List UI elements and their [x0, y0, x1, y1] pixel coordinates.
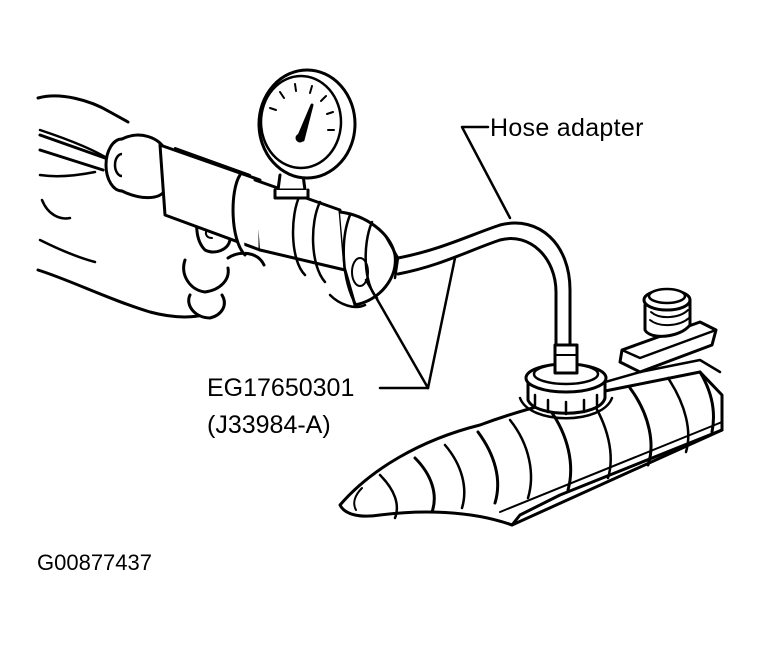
radiator-tank — [338, 358, 724, 527]
leader-lines — [364, 125, 512, 390]
part-number-label: EG17650301 — [207, 374, 355, 402]
pump-plunger — [38, 133, 167, 200]
filler-neck-adapter — [518, 343, 614, 420]
figure-id-label: G00877437 — [37, 550, 152, 575]
hand — [36, 94, 266, 320]
pressure-gauge — [257, 68, 357, 200]
radiator-cap — [618, 287, 718, 374]
hose — [396, 221, 572, 347]
alt-part-number-label: (J33984-A) — [207, 411, 331, 439]
pump-barrel — [158, 143, 347, 284]
hose-adapter-label: Hose adapter — [490, 114, 644, 142]
